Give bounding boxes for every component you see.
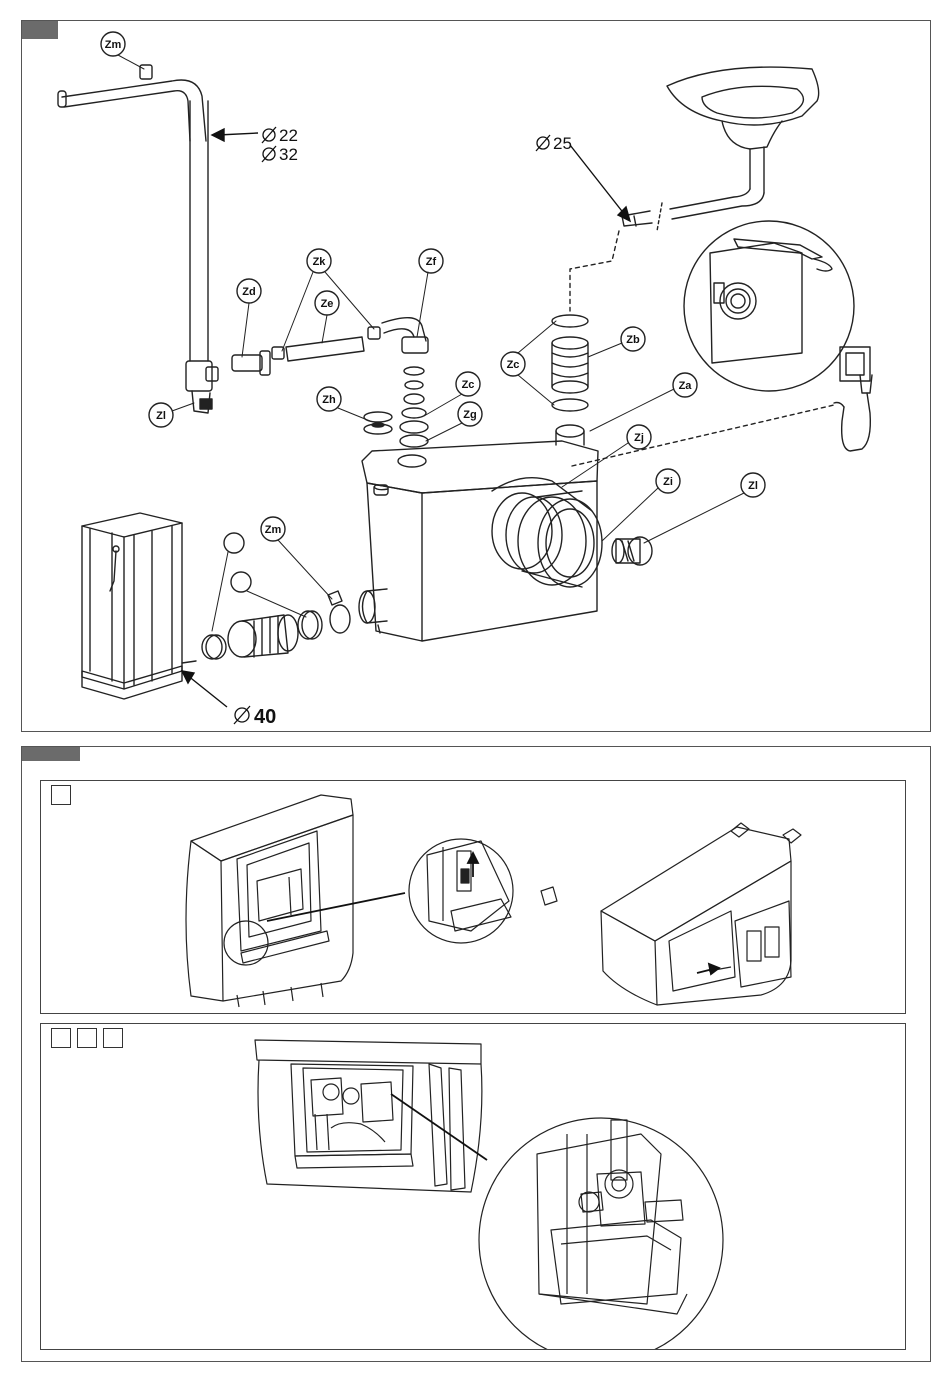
label-ze: Ze xyxy=(321,298,334,310)
label-zd: Zd xyxy=(242,286,255,298)
valve-access-drawing xyxy=(41,1024,905,1349)
dimension-32: 32 xyxy=(279,145,298,164)
label-zh: Zh xyxy=(322,394,336,406)
maintenance-steps-panel xyxy=(21,746,931,1362)
step-panel-b xyxy=(40,1023,906,1350)
supply-pipe xyxy=(58,65,218,413)
label-zk: Zk xyxy=(313,256,327,268)
shower-enclosure xyxy=(82,513,196,699)
pump-unit xyxy=(359,425,602,641)
label-za: Za xyxy=(679,380,693,392)
label-zl-right: Zl xyxy=(748,480,758,492)
label-zg: Zg xyxy=(463,409,476,421)
electrical-connection xyxy=(834,347,872,451)
lower-connector xyxy=(202,591,350,659)
magnified-detail-top xyxy=(684,221,854,391)
label-zj: Zj xyxy=(634,432,644,444)
label-zc-upper: Zc xyxy=(462,379,475,391)
dimension-25: 25 xyxy=(553,134,572,153)
label-zm-top: Zm xyxy=(105,39,122,51)
flexible-sleeve xyxy=(552,315,588,411)
label-zf: Zf xyxy=(426,256,437,268)
label-zm-bottom: Zm xyxy=(265,524,282,536)
step-panel-a xyxy=(40,780,906,1014)
callout-circles xyxy=(101,32,765,592)
label-zc-left: Zc xyxy=(507,359,520,371)
installation-diagram-panel: Zm Zk Zf Zd Ze Zl Zh Zc Zg Zc Zb Za Zj Z… xyxy=(21,20,931,732)
label-zi: Zi xyxy=(663,476,673,488)
washbasin xyxy=(622,67,819,231)
section-tab-2 xyxy=(22,747,80,761)
connector-parts-centre xyxy=(232,318,428,447)
cover-removal-drawing xyxy=(41,781,905,1013)
plug-part-right xyxy=(612,537,652,565)
dimension-22: 22 xyxy=(279,126,298,145)
exploded-view-drawing: Zm Zk Zf Zd Ze Zl Zh Zc Zg Zc Zb Za Zj Z… xyxy=(22,21,930,731)
label-zb: Zb xyxy=(626,334,640,346)
label-zl-left: Zl xyxy=(156,410,166,422)
dimension-40: 40 xyxy=(254,706,276,728)
